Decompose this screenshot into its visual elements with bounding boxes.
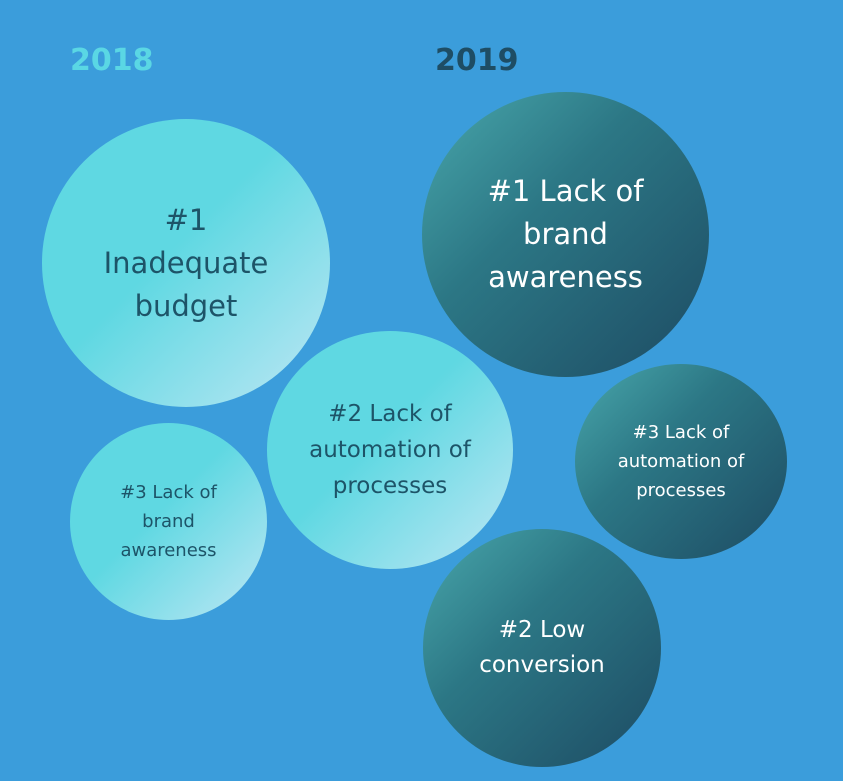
bubble-2018-rank-1: #1 Inadequate budget <box>42 119 330 407</box>
bubble-2019-rank-2: #2 Low conversion <box>423 529 661 767</box>
bubble-2018-rank-2: #2 Lack of automation of processes <box>267 331 513 569</box>
bubble-label: #2 Lack of automation of processes <box>309 401 471 499</box>
bubble-label: #3 Lack of brand awareness <box>120 482 217 561</box>
bubble-label: #3 Lack of automation of processes <box>617 422 745 501</box>
year-heading-2019: 2019 <box>435 43 519 78</box>
bubble-label: #1 Inadequate budget <box>103 202 269 323</box>
bubble-2019-rank-1: #1 Lack of brand awareness <box>422 92 709 377</box>
year-heading-2018: 2018 <box>70 43 154 78</box>
bubble-2018-rank-3: #3 Lack of brand awareness <box>70 423 267 620</box>
bubble-label: #1 Lack of brand awareness <box>487 174 644 294</box>
bubble-label: #2 Low conversion <box>479 617 605 678</box>
bubble-2019-rank-3: #3 Lack of automation of processes <box>575 364 787 559</box>
